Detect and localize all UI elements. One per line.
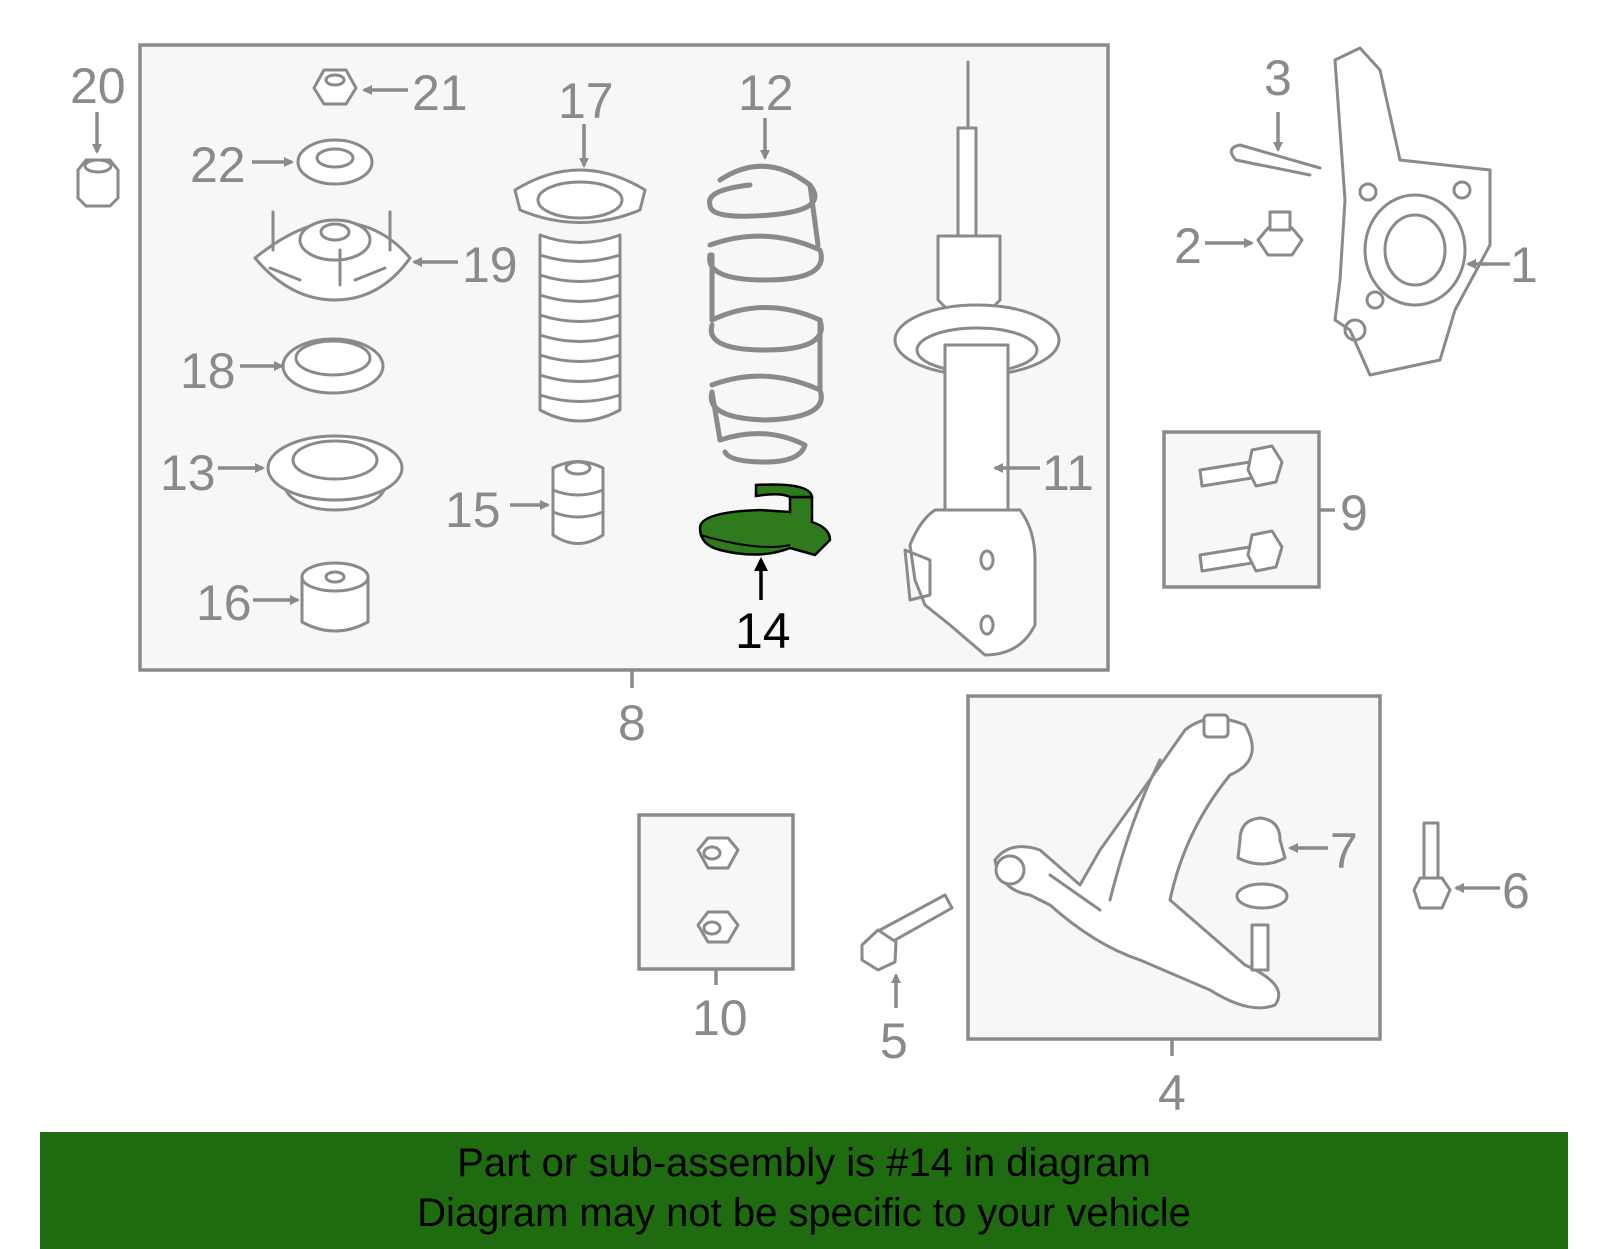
label-12: 12 [738, 65, 794, 121]
label-16: 16 [196, 575, 252, 631]
part-19-upper-mount [253, 210, 458, 302]
label-18: 18 [180, 343, 236, 399]
part-1-steering-knuckle [1333, 46, 1510, 377]
part-13-spring-seat [218, 434, 404, 512]
part-22-washer [252, 138, 374, 186]
banner-line-1: Part or sub-assembly is #14 in diagram [457, 1141, 1151, 1185]
label-7: 7 [1330, 823, 1358, 879]
part-12-coil-spring [707, 118, 824, 465]
label-6: 6 [1502, 863, 1530, 919]
label-1: 1 [1510, 237, 1538, 293]
part-16-bumper [253, 561, 370, 633]
label-21: 21 [412, 65, 468, 121]
part-21-nut [312, 68, 408, 106]
part-7-bushing [1235, 816, 1328, 910]
label-9: 9 [1340, 485, 1368, 541]
label-15: 15 [445, 482, 501, 538]
part-20-nut [76, 112, 120, 208]
part-11-strut [893, 60, 1061, 657]
part-3-clip [1229, 112, 1322, 177]
part-9-bolts [1198, 444, 1335, 573]
label-14: 14 [735, 603, 791, 659]
part-15-bump-stop [510, 460, 605, 545]
part-17-dust-boot [513, 124, 647, 423]
banner-line-2: Diagram may not be specific to your vehi… [417, 1191, 1191, 1235]
part-18-seat [240, 337, 385, 395]
label-20: 20 [70, 58, 126, 114]
label-11: 11 [1042, 445, 1094, 501]
part-5-bolt [860, 893, 954, 1008]
part-4-control-arm [993, 713, 1281, 1056]
part-10-nuts [696, 836, 740, 985]
label-5: 5 [880, 1013, 908, 1069]
label-3: 3 [1264, 50, 1292, 106]
info-banner: Part or sub-assembly is #14 in diagram D… [40, 1132, 1568, 1249]
label-10: 10 [692, 990, 748, 1046]
label-17: 17 [558, 73, 614, 129]
label-19: 19 [462, 237, 518, 293]
part-2-nut [1205, 210, 1304, 257]
label-4: 4 [1158, 1065, 1186, 1121]
label-13: 13 [160, 445, 216, 501]
label-2: 2 [1174, 218, 1202, 274]
label-22: 22 [190, 137, 246, 193]
label-8: 8 [618, 695, 646, 751]
part-6-bolt [1412, 821, 1500, 910]
part-14-spring-insulator [698, 483, 832, 600]
